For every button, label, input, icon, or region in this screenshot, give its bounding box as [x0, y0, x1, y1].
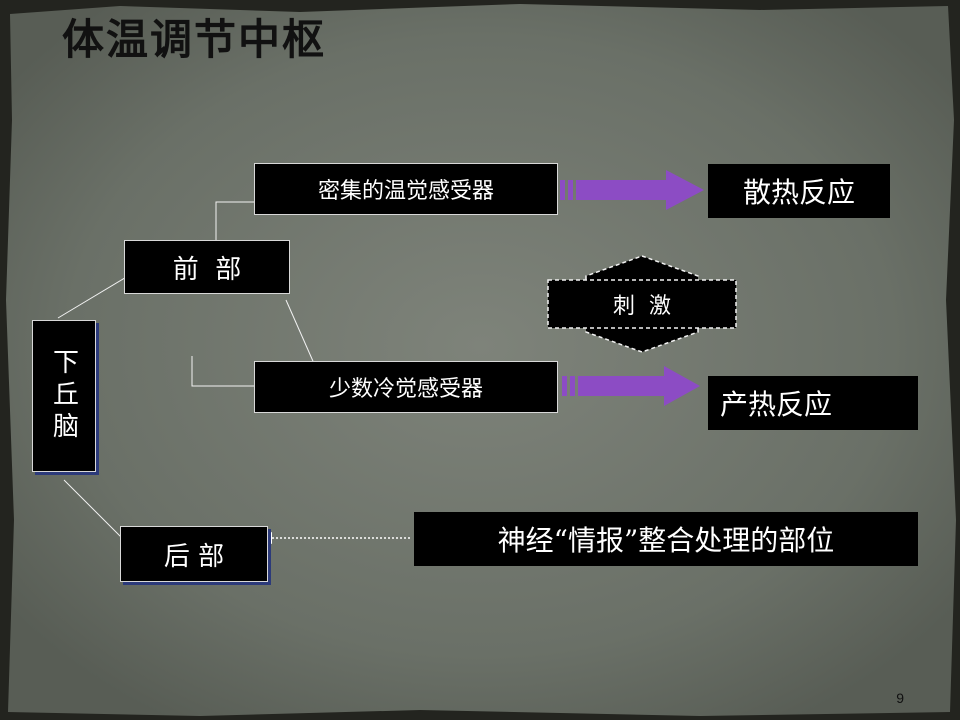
stimulus-label-wrap: 刺 激	[560, 286, 724, 322]
page-number: 9	[896, 690, 904, 706]
integration-site-label: 神经“情报”整合处理的部位	[497, 524, 835, 557]
arrow-integration-to-posterior	[258, 532, 410, 544]
heat-dissipation-box: 散热反应	[708, 164, 890, 218]
posterior-box: 后 部	[120, 526, 268, 582]
stimulus-double-arrow	[547, 255, 737, 353]
integration-site-box: 神经“情报”整合处理的部位	[414, 512, 918, 566]
warm-receptors-box: 密集的温觉感受器	[254, 163, 558, 215]
anterior-label: 前 部	[172, 254, 242, 285]
connector-hypothalamus-anterior	[57, 275, 129, 319]
cold-receptors-box: 少数冷觉感受器	[254, 361, 558, 413]
page-title: 体温调节中枢	[62, 15, 327, 64]
warm-receptors-label: 密集的温觉感受器	[317, 179, 494, 204]
connector-cold-bracket	[191, 356, 258, 387]
connector-anterior-cold	[285, 299, 317, 369]
hypothalamus-label: 下丘脑	[48, 348, 79, 444]
connector-hypothalamus-posterior	[63, 479, 125, 541]
arrow-cold-to-production	[562, 366, 700, 406]
heat-production-label: 产热反应	[720, 388, 833, 421]
hypothalamus-box: 下丘脑	[32, 320, 96, 472]
heat-dissipation-label: 散热反应	[742, 176, 855, 209]
cold-receptors-label: 少数冷觉感受器	[328, 377, 483, 402]
arrow-warm-to-dissipation	[560, 170, 704, 210]
connector-anterior-warm	[215, 201, 256, 240]
heat-production-box: 产热反应	[708, 376, 918, 430]
stimulus-label: 刺 激	[613, 294, 671, 319]
posterior-label: 后 部	[163, 541, 225, 572]
anterior-box: 前 部	[124, 240, 290, 294]
